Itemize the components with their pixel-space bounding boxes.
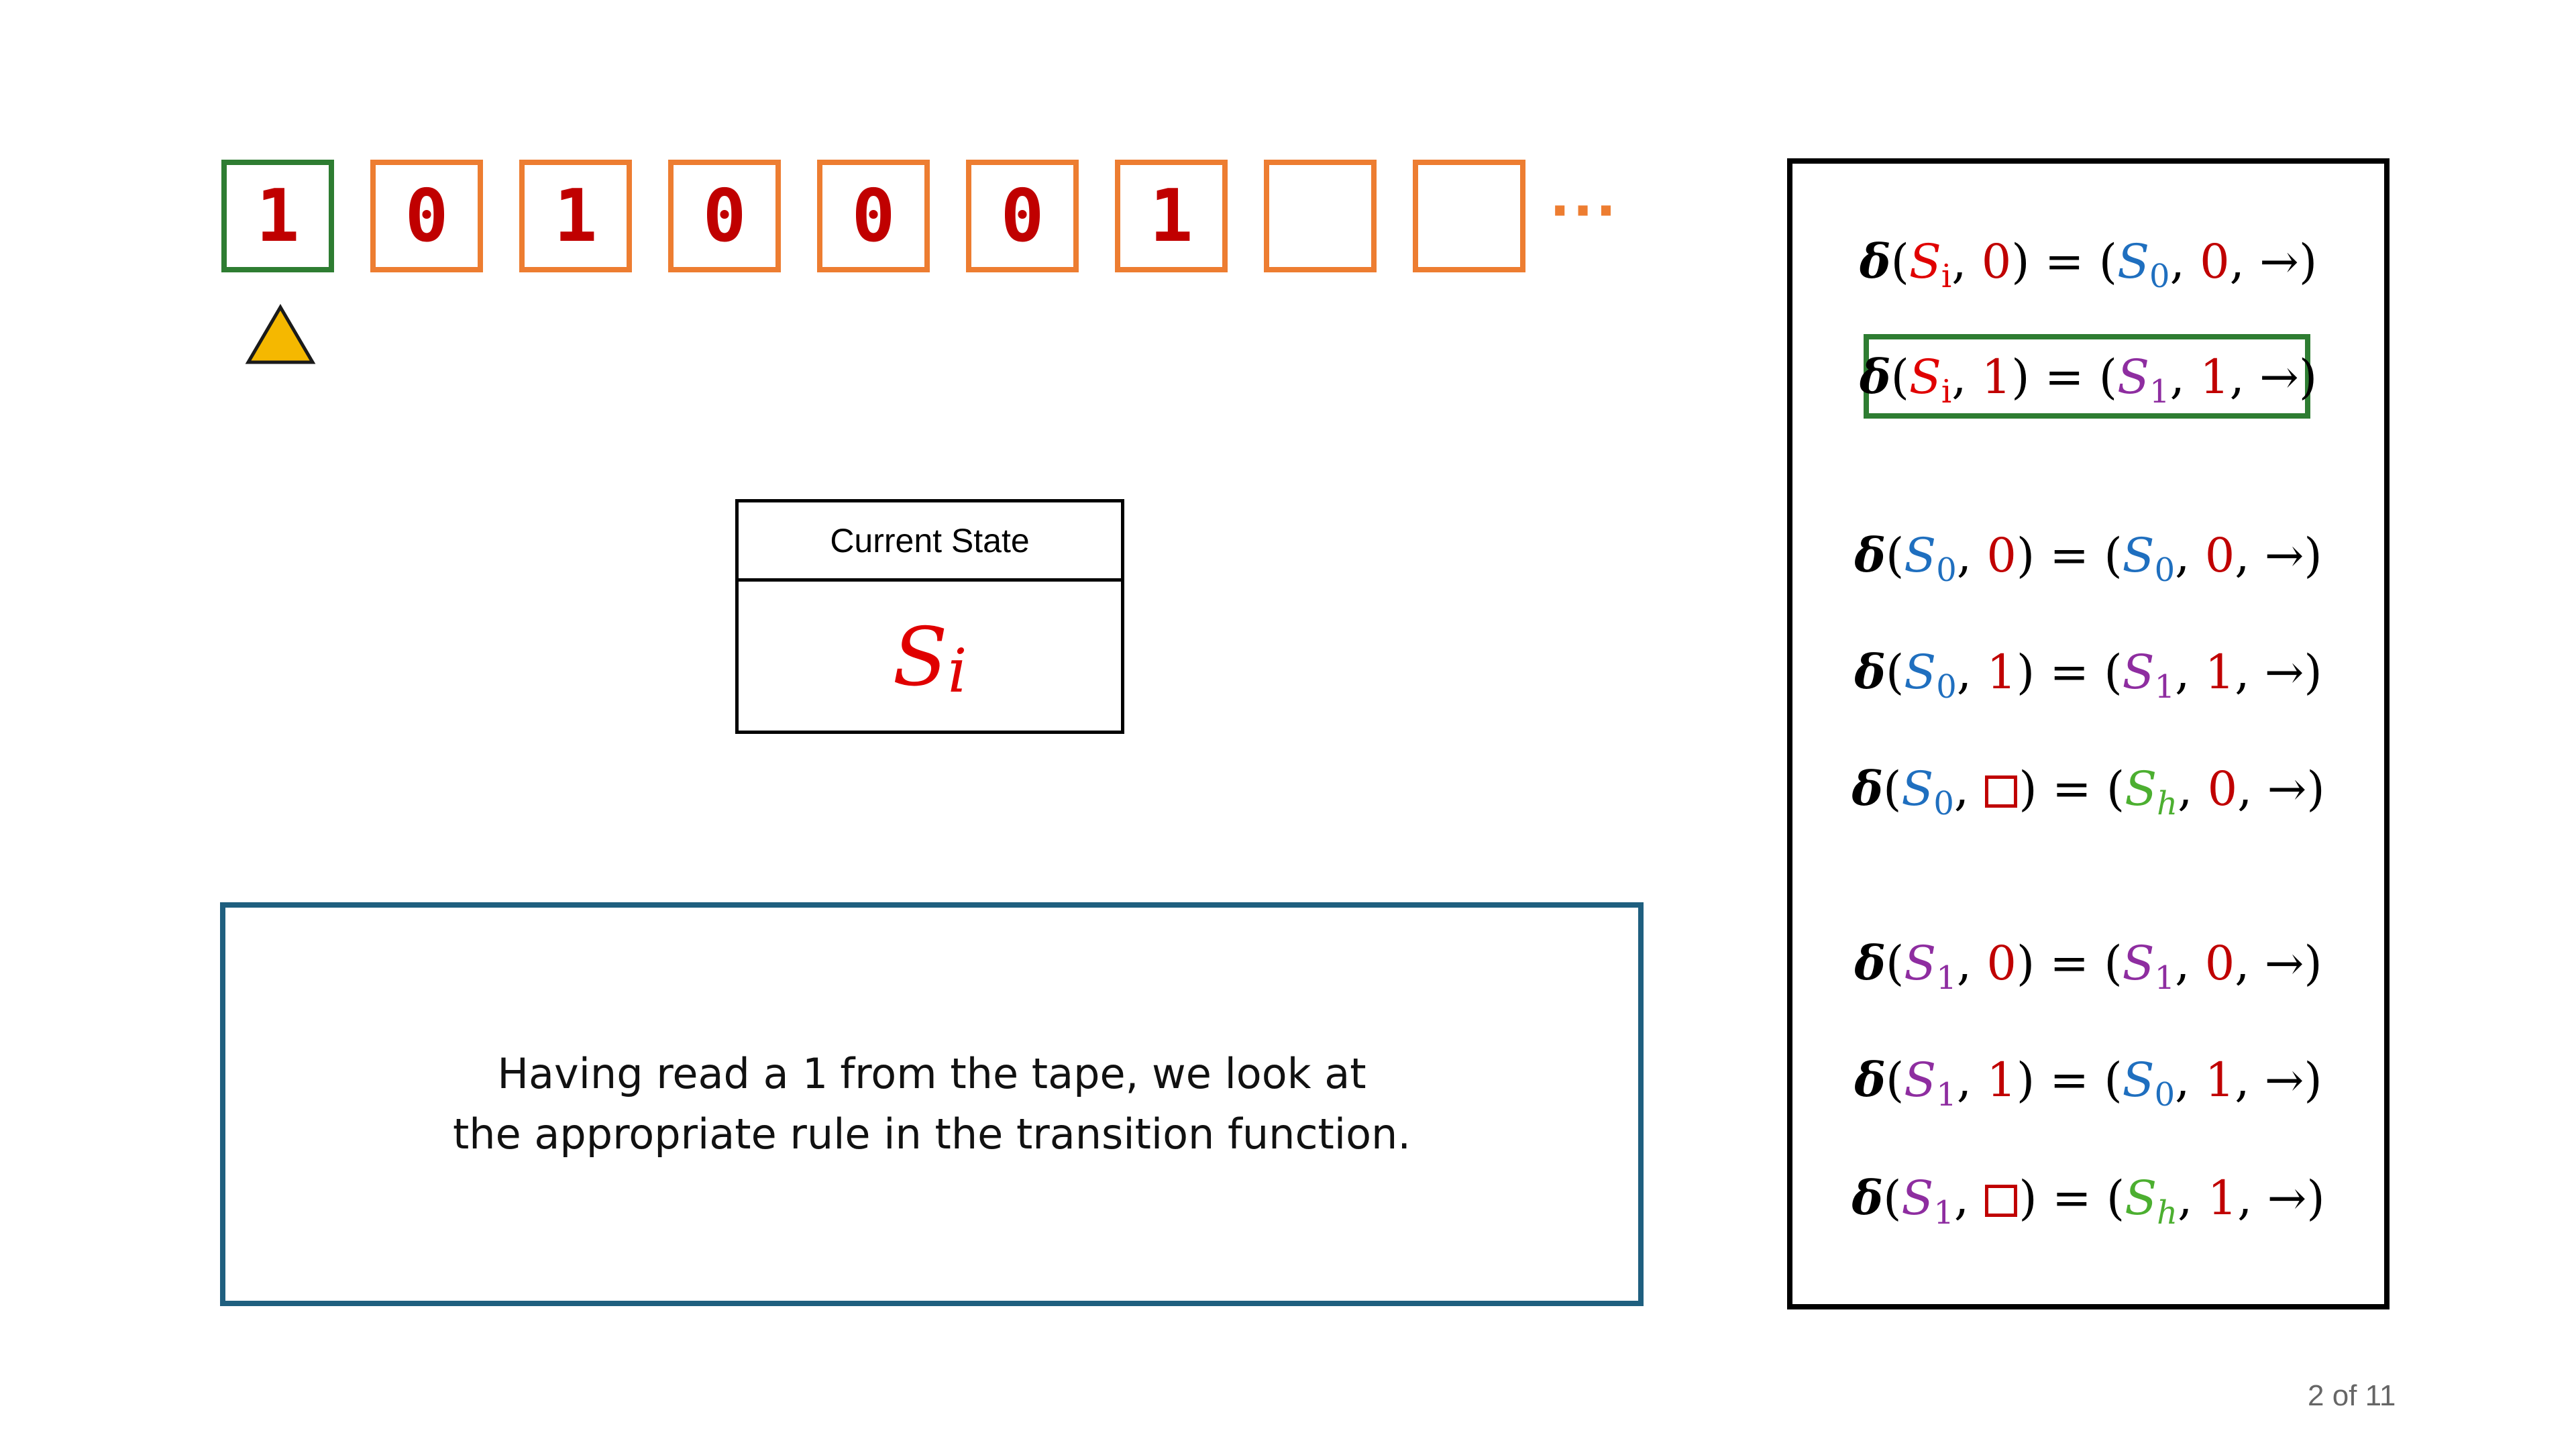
- description-text-part: from the tape, we look at: [826, 1049, 1366, 1098]
- tape-cell: 1: [221, 160, 334, 272]
- description-text: Having read a 1 from the tape, we look a…: [453, 1044, 1411, 1165]
- move-right-arrow-icon: →: [2259, 350, 2299, 405]
- active-rule-highlight: [1864, 334, 2310, 419]
- move-right-arrow-icon: →: [2264, 936, 2304, 991]
- input-symbol: 0: [1986, 528, 2017, 583]
- state-symbol: S: [892, 611, 948, 704]
- delta-symbol: δ: [1859, 233, 1891, 289]
- input-symbol: 0: [1981, 234, 2012, 289]
- delta-symbol: δ: [1854, 935, 1886, 991]
- tape-cell: 1: [519, 160, 632, 272]
- blank-symbol-icon: [1985, 775, 2018, 808]
- move-right-arrow-icon: →: [2267, 761, 2307, 816]
- output-state-subscript: 1: [2149, 373, 2170, 411]
- input-symbol: 1: [1986, 645, 2017, 700]
- move-right-arrow-icon: →: [2264, 528, 2304, 583]
- state-subscript: i: [947, 636, 967, 706]
- blank-symbol-icon: [1985, 1185, 2018, 1217]
- input-state-subscript: 0: [1936, 668, 1957, 706]
- input-state-subscript: 1: [1936, 959, 1957, 997]
- move-right-arrow-icon: →: [2264, 645, 2304, 700]
- tape-cell: 0: [966, 160, 1079, 272]
- description-box: Having read a 1 from the tape, we look a…: [220, 902, 1644, 1306]
- delta-symbol: δ: [1854, 1052, 1886, 1108]
- tape-cell: 1: [1115, 160, 1228, 272]
- transition-rule: δ(S0, 1) = (S1, 1, →): [1854, 644, 2322, 706]
- input-symbol: 0: [1986, 936, 2017, 991]
- output-symbol: 0: [2200, 234, 2230, 289]
- delta-symbol: δ: [1854, 527, 1886, 583]
- delta-symbol: δ: [1859, 349, 1891, 405]
- input-state-subscript: i: [1941, 258, 1952, 295]
- move-right-arrow-icon: →: [2259, 234, 2299, 289]
- tape-cell: 0: [668, 160, 781, 272]
- transition-rule: δ(S1, ) = (Sh, 1, →): [1851, 1170, 2325, 1232]
- transition-rule: δ(Si, 0) = (S0, 0, →): [1859, 233, 2318, 295]
- move-right-arrow-icon: →: [2264, 1053, 2304, 1108]
- output-state-subscript: 0: [2154, 1076, 2176, 1114]
- page-number: 2 of 11: [2308, 1379, 2396, 1412]
- transition-rule: δ(S0, 0) = (S0, 0, →): [1854, 527, 2322, 589]
- transition-rule: δ(S1, 0) = (S1, 0, →): [1854, 935, 2322, 997]
- output-symbol: 1: [2207, 1171, 2238, 1226]
- input-symbol: 1: [1981, 350, 2012, 405]
- tape-cell-blank: [1264, 160, 1377, 272]
- output-state-subscript: 1: [2154, 668, 2176, 706]
- output-state-subscript: h: [2157, 785, 2178, 822]
- description-line-1: Having read a 1 from the tape, we look a…: [453, 1044, 1411, 1104]
- move-right-arrow-icon: →: [2267, 1171, 2307, 1226]
- input-symbol: 1: [1986, 1053, 2017, 1108]
- output-state-subscript: 1: [2154, 959, 2176, 997]
- delta-symbol: δ: [1854, 644, 1886, 700]
- description-text-part: Having read a: [497, 1049, 802, 1098]
- output-symbol: 0: [2204, 528, 2235, 583]
- output-state-subscript: h: [2157, 1194, 2178, 1232]
- tape-ellipsis: ···: [1550, 180, 1619, 242]
- input-state-subscript: 1: [1936, 1076, 1957, 1114]
- transition-rule: δ(S1, 1) = (S0, 1, →): [1854, 1052, 2322, 1114]
- tape-cell: 0: [817, 160, 930, 272]
- delta-symbol: δ: [1851, 761, 1884, 816]
- output-symbol: 1: [2204, 1053, 2235, 1108]
- output-symbol: 0: [2204, 936, 2235, 991]
- output-state-subscript: 0: [2149, 258, 2170, 295]
- tape-head-triangle-icon: [245, 304, 316, 364]
- output-state-subscript: 0: [2154, 551, 2176, 589]
- current-state-header: Current State: [739, 502, 1121, 582]
- transition-rule-highlighted: δ(Si, 1) = (S1, 1, →): [1859, 349, 2318, 411]
- output-symbol: 1: [2200, 350, 2230, 405]
- description-line-2: the appropriate rule in the transition f…: [452, 1110, 1411, 1159]
- input-state-subscript: 1: [1933, 1194, 1954, 1232]
- input-state-subscript: 0: [1936, 551, 1957, 589]
- transition-rule: δ(S0, ) = (Sh, 0, →): [1851, 761, 2325, 822]
- output-symbol: 0: [2207, 761, 2238, 816]
- tape-cell: 0: [370, 160, 483, 272]
- description-read-symbol: 1: [802, 1049, 827, 1098]
- input-state-subscript: i: [1941, 373, 1952, 411]
- input-state-subscript: 0: [1933, 785, 1954, 822]
- transition-function-panel: δ(Si, 0) = (S0, 0, →) δ(Si, 1) = (S1, 1,…: [1787, 158, 2390, 1309]
- output-symbol: 1: [2204, 645, 2235, 700]
- tape-cell-blank: [1413, 160, 1525, 272]
- delta-symbol: δ: [1851, 1170, 1884, 1226]
